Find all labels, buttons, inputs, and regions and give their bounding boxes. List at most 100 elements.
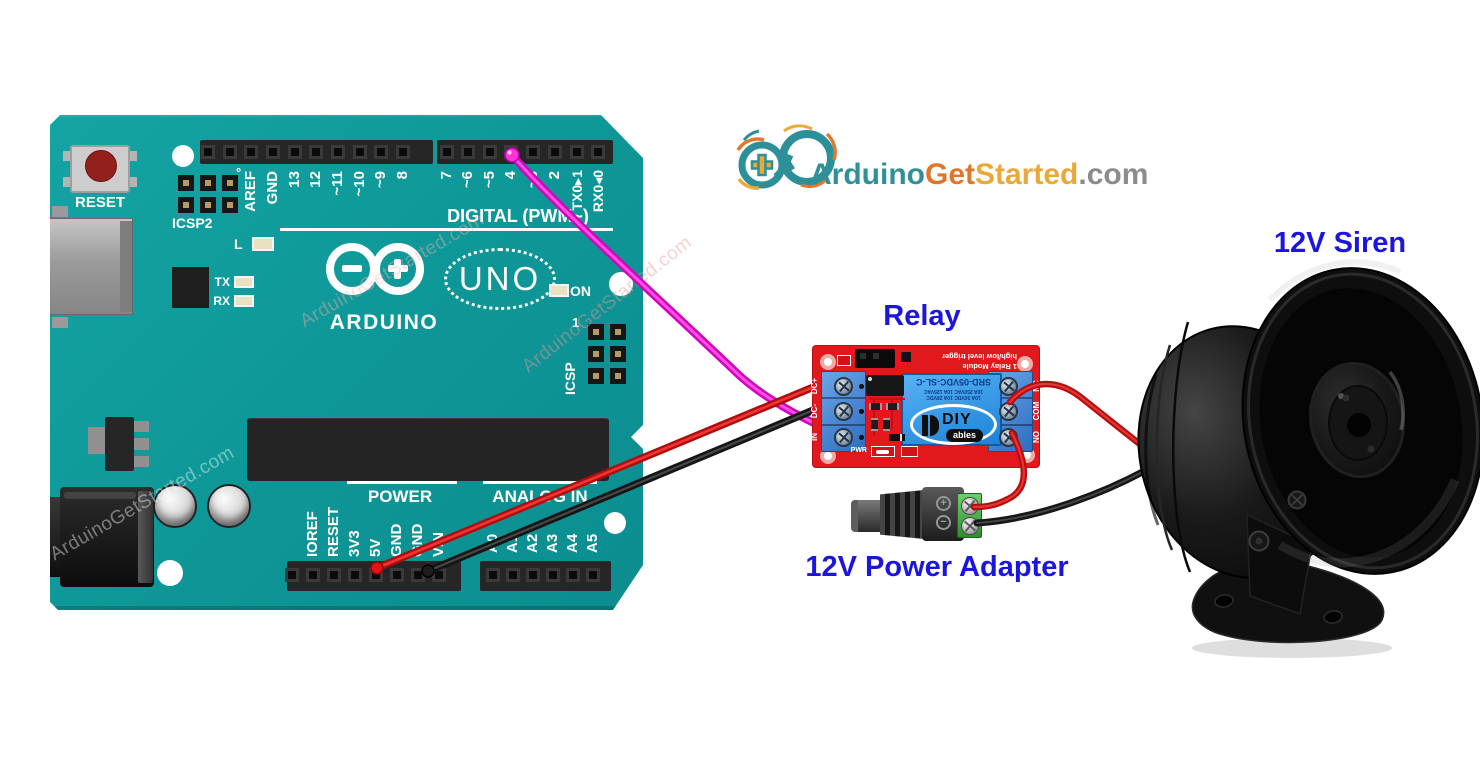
- usb-connector: [50, 218, 133, 315]
- atmega-chip: [247, 418, 609, 481]
- adapter-label: 12V Power Adapter: [805, 551, 1069, 583]
- terminal-screw: [998, 376, 1018, 396]
- icsp2-label: ICSP2: [172, 215, 213, 231]
- on-led: [549, 284, 569, 297]
- smd-resistor: [883, 418, 890, 431]
- power-overline: [347, 481, 457, 484]
- pin-hole: [369, 568, 383, 582]
- relay-mounting-hole: [820, 354, 836, 370]
- pin-hole: [486, 568, 500, 582]
- relay-module: high/low level trigger 1 Relay Module SR…: [810, 345, 1041, 468]
- pin-label: ~10: [351, 171, 368, 197]
- pin-hole: [396, 144, 410, 159]
- pin-hole: [461, 144, 475, 159]
- pin-hole: [570, 144, 584, 159]
- silkscreen-box: [837, 355, 851, 366]
- terminal-screw: [833, 427, 853, 447]
- pin-label: ~11: [329, 171, 346, 196]
- jumper-pin: [901, 352, 911, 362]
- siren-label: 12V Siren: [1273, 227, 1407, 259]
- negative-symbol: −: [936, 515, 951, 530]
- reset-label: RESET: [74, 194, 125, 211]
- pin-label: A1: [504, 533, 521, 553]
- led-l-label: L: [234, 236, 243, 252]
- pin-hole: [244, 144, 258, 159]
- pin-label: 12: [307, 171, 324, 188]
- regulator-pin: [134, 438, 149, 450]
- usb-tab: [52, 206, 68, 217]
- on-label: ON: [570, 283, 591, 299]
- digital-underline: [280, 228, 613, 231]
- pin-label: A0: [484, 533, 501, 553]
- icsp-pin: [610, 346, 626, 362]
- l-led: [252, 237, 274, 251]
- siren-driver: [1309, 361, 1405, 479]
- site-logo: ArduinoGetStarted.com: [726, 118, 1148, 204]
- pin-hole: [306, 568, 320, 582]
- relay-part-number: SRD-05VDC-SL-C: [916, 377, 992, 387]
- mounting-hole: [157, 560, 183, 586]
- arduino-brand-label: ARDUINO: [329, 311, 439, 334]
- relay-label: Relay: [883, 300, 961, 332]
- pwr-led-lens: [876, 449, 889, 454]
- diyables-mark-icon: [930, 415, 939, 436]
- pin-hole: [506, 568, 520, 582]
- power-jack-highlight: [64, 492, 136, 499]
- reset-button-tab: [63, 151, 72, 161]
- pin-label: A2: [524, 533, 541, 553]
- site-logo-text: ArduinoGetStarted.com: [810, 158, 1148, 192]
- terminal-block-green: [957, 493, 982, 538]
- usb-chip: [172, 267, 209, 308]
- pin-label: 13: [286, 171, 303, 188]
- smd-resistor: [869, 403, 882, 410]
- pcb-trace: [891, 400, 893, 430]
- relay-component: SRD-05VDC-SL-C 10A 250VAC 10A 125VAC 10A…: [901, 373, 1002, 446]
- icsp-pin: [200, 197, 216, 213]
- icsp-pin: [200, 175, 216, 191]
- smd-resistor: [871, 418, 878, 431]
- terminal-screw: [833, 376, 853, 396]
- icsp-pin: [610, 368, 626, 384]
- terminal-screw: [998, 401, 1018, 421]
- terminal-separator: [822, 397, 865, 399]
- analog-in-label: ANALOG IN: [492, 487, 588, 506]
- pin-hole: [526, 144, 540, 159]
- plus-glyph: [394, 259, 401, 279]
- icsp-pin: [178, 197, 194, 213]
- smd-resistor: [886, 403, 899, 410]
- aref-degree-mark: °: [236, 165, 242, 180]
- pin-hole: [548, 144, 562, 159]
- reset-button-tab: [128, 177, 137, 187]
- pin-hole: [526, 568, 540, 582]
- pcb-trace: [869, 398, 905, 400]
- pin-hole: [285, 568, 299, 582]
- power-jack-face: [138, 491, 153, 583]
- pin-hole: [223, 144, 237, 159]
- diode: [889, 434, 905, 441]
- icsp-pin: [610, 324, 626, 340]
- jumper-pin: [860, 353, 866, 359]
- pin-hole: [440, 144, 454, 159]
- usb-connector-face: [120, 221, 132, 312]
- logo-word-started: Started: [975, 158, 1079, 191]
- pin-hole: [390, 568, 404, 582]
- analog-overline: [483, 481, 597, 484]
- uno-badge: UNO: [444, 248, 556, 310]
- relay-rating: 10A 30VDC 10A 28VDC: [926, 394, 981, 400]
- icsp-pin: [222, 197, 238, 213]
- pin-hole: [566, 568, 580, 582]
- relay-silkscreen-title: 1 Relay Module: [962, 362, 1017, 371]
- icsp-pin: [588, 368, 604, 384]
- pin-hole: [327, 568, 341, 582]
- capacitor: [207, 484, 251, 528]
- ic-notch: [868, 377, 872, 381]
- reset-button-tab: [128, 151, 137, 161]
- terminal-screw: [833, 401, 853, 421]
- pwr-led: [871, 446, 895, 457]
- pin-hole: [331, 144, 345, 159]
- pin-label: A5: [584, 533, 601, 553]
- diyables-mark-icon: [922, 415, 928, 436]
- power-adapter: + −: [851, 487, 982, 541]
- terminal-set-hole: [859, 435, 864, 440]
- pin-hole: [546, 568, 560, 582]
